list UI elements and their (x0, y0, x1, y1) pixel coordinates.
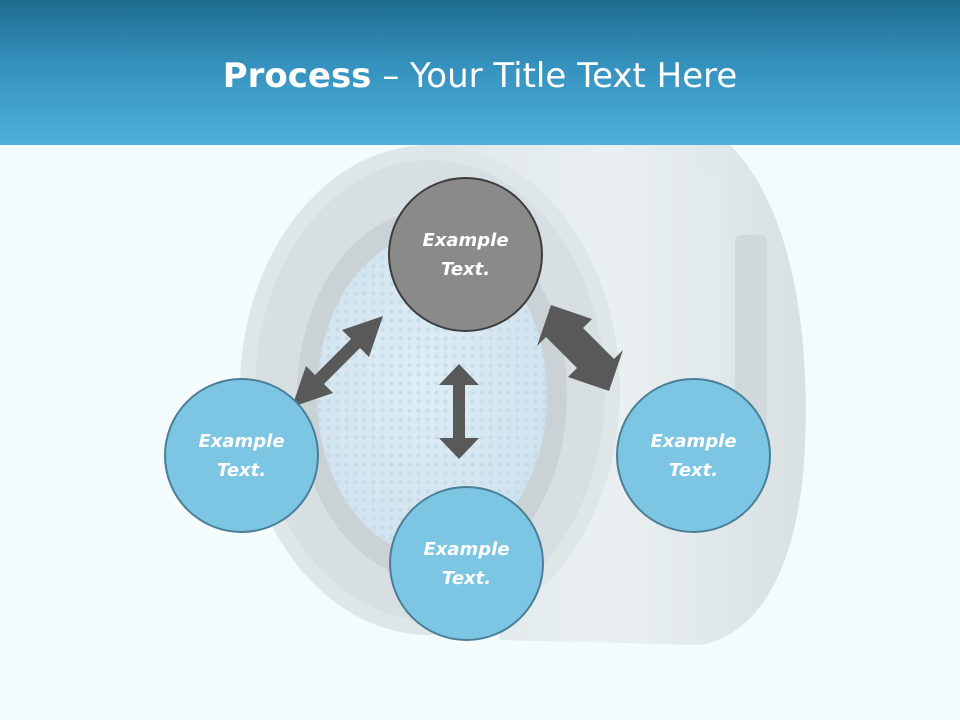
node-bottom-text: Example Text. (423, 538, 510, 589)
node-left-text: Example Text. (198, 430, 285, 481)
node-right-text: Example Text. (650, 430, 737, 481)
process-node-right: Example Text. (616, 378, 771, 533)
title-rest: – Your Title Text Here (371, 56, 738, 96)
node-top-text: Example Text. (422, 229, 509, 280)
diagram-area: Example Text. Example Text. Example Text… (0, 145, 960, 720)
title-bold: Process (222, 56, 372, 96)
process-node-bottom: Example Text. (389, 486, 544, 641)
process-node-left: Example Text. (164, 378, 319, 533)
process-node-top: Example Text. (388, 177, 543, 332)
double-arrow-vertical (439, 364, 479, 459)
double-arrow-upper-left (292, 316, 383, 407)
arrows-layer (292, 305, 623, 459)
double-arrow-upper-right (537, 305, 623, 391)
header-bar (0, 0, 960, 145)
slide-title: Process – Your Title Text Here (0, 50, 960, 102)
